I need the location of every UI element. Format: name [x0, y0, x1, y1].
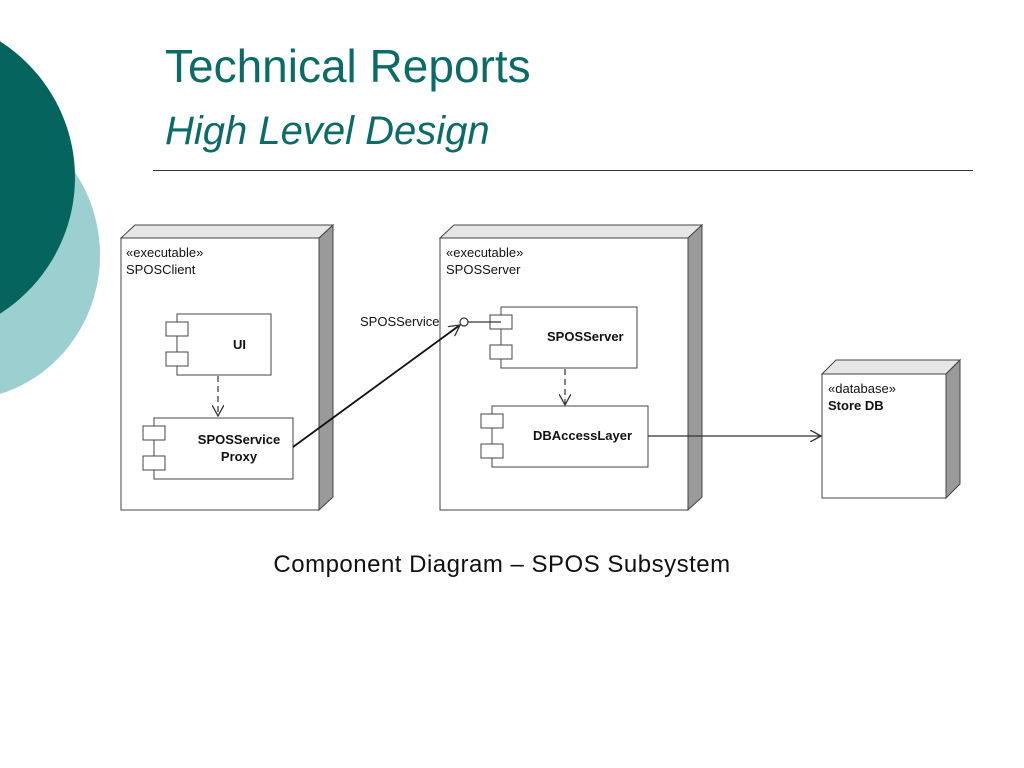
component-spos-service-proxy: SPOSService Proxy	[142, 417, 294, 480]
title-divider	[153, 170, 973, 171]
interface-lollipop-icon	[459, 317, 469, 327]
node-store-db: «database» Store DB	[820, 358, 962, 500]
spos-server-label: SPOSServer	[547, 329, 624, 344]
server-node-name: SPOSServer	[446, 262, 521, 277]
ui-label: UI	[233, 337, 246, 352]
diagram-caption: Component Diagram – SPOS Subsystem	[273, 551, 731, 578]
client-node-name: SPOSClient	[126, 262, 196, 277]
proxy-label-line2: Proxy	[221, 449, 258, 464]
slide-subtitle: High Level Design	[165, 109, 490, 153]
component-ui: UI	[165, 313, 272, 376]
server-stereotype: «executable»	[446, 245, 523, 260]
database-node-name: Store DB	[828, 398, 884, 413]
component-spos-server: SPOSServer	[489, 306, 638, 369]
proxy-to-interface-connector	[292, 325, 460, 448]
db-access-layer-label: DBAccessLayer	[533, 428, 632, 443]
component-db-access-layer: DBAccessLayer	[480, 405, 649, 468]
interface-label: SPOSService	[360, 314, 439, 329]
proxy-label-line1: SPOSService	[198, 432, 280, 447]
slide-title: Technical Reports	[165, 40, 531, 92]
database-stereotype: «database»	[828, 381, 896, 396]
client-stereotype: «executable»	[126, 245, 203, 260]
